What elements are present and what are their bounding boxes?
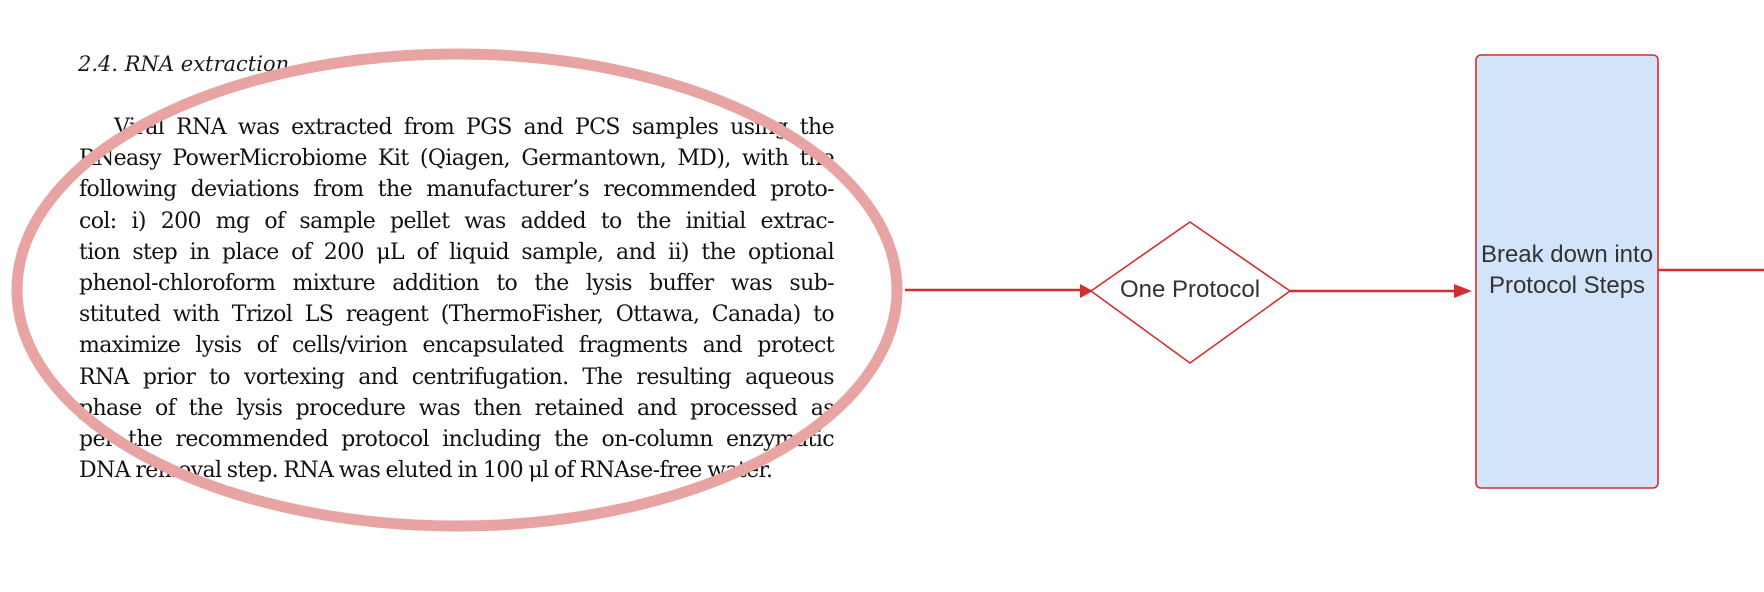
paragraph-line: RNA prior to vortexing and centrifugatio…: [79, 364, 835, 390]
paragraph-line: following deviations from the manufactur…: [79, 177, 835, 203]
paragraph-line: maximize lysis of cells/virion encapsula…: [79, 333, 835, 359]
process-box[interactable]: [1475, 54, 1659, 489]
paragraph-line: per the recommended protocol including t…: [79, 427, 835, 453]
arrowhead-into-decision: [1080, 284, 1093, 298]
highlight-ellipse[interactable]: [11, 48, 903, 532]
arrowhead-into-process: [1454, 284, 1472, 298]
paragraph-line: col: i) 200 mg of sample pellet was adde…: [79, 208, 835, 234]
decision-label: One Protocol: [1119, 276, 1261, 303]
process-label: Break down into Protocol Steps: [1480, 241, 1654, 299]
paragraph-line: Viral RNA was extracted from PGS and PCS…: [114, 115, 835, 140]
paragraph-line: tion step in place of 200 μL of liquid s…: [79, 239, 835, 265]
paragraph-line: phenol-chloroform mixture addition to th…: [79, 271, 835, 297]
decision-diamond[interactable]: [1089, 221, 1292, 364]
paragraph-line: phase of the lysis procedure was then re…: [79, 395, 835, 421]
section-heading: 2.4. RNA extraction: [78, 52, 290, 76]
paragraph-line: RNeasy PowerMicrobiome Kit (Qiagen, Germ…: [79, 146, 835, 172]
paragraph: Viral RNA was extracted from PGS and PCS…: [79, 112, 835, 486]
paragraph-line: stituted with Trizol LS reagent (ThermoF…: [79, 302, 835, 328]
